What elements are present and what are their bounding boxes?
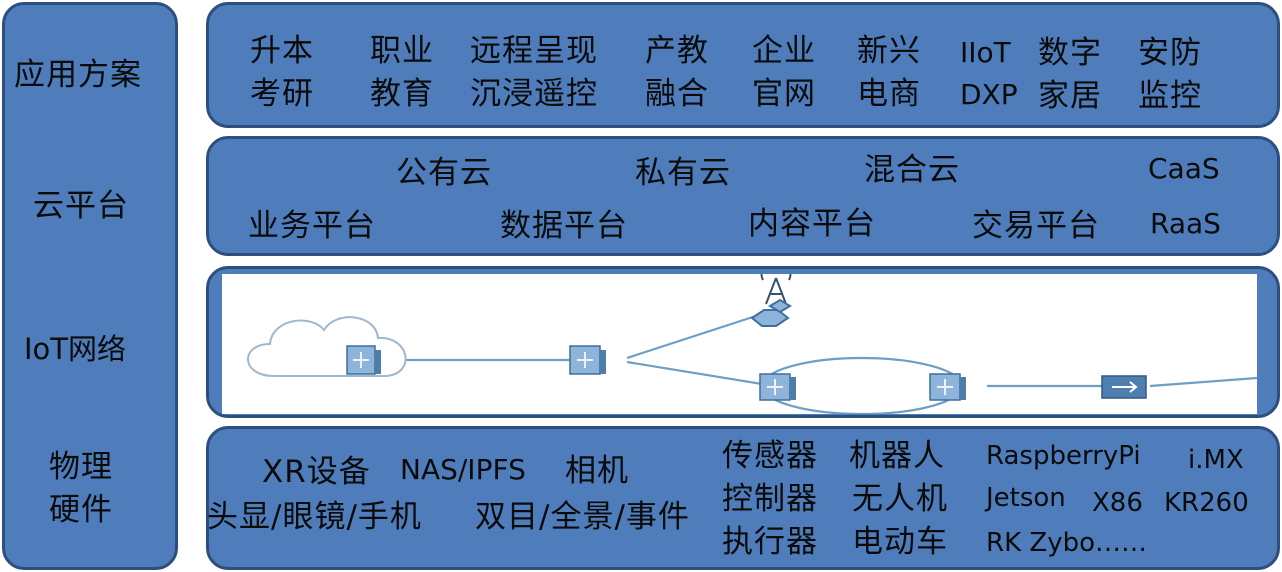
- link-switch-router: [626, 360, 763, 386]
- app-item-2-line1: 职业: [370, 33, 434, 69]
- hardware-layer-panel: [206, 426, 1280, 570]
- hw-drone: 无人机: [852, 481, 948, 517]
- app-item-7-line1: IIoT: [960, 36, 1011, 69]
- switch-icon-aggregation: [569, 345, 606, 375]
- cloud-raas: RaaS: [1150, 207, 1221, 240]
- app-item-6-line2: 电商: [857, 76, 921, 112]
- hw-raspberrypi: RaspberryPi: [986, 441, 1141, 471]
- hw-xr-device: XR设备: [262, 454, 371, 490]
- hw-ev: 电动车: [852, 524, 948, 560]
- app-item-8-line2: 家居: [1038, 78, 1102, 114]
- app-item-5-line1: 企业: [752, 33, 816, 69]
- app-item-5-line2: 官网: [752, 76, 816, 112]
- layer-label-app: 应用方案: [14, 57, 142, 93]
- app-item-6-line1: 新兴: [857, 33, 921, 69]
- cloud-caas: CaaS: [1148, 152, 1220, 185]
- hw-x86: X86: [1092, 488, 1143, 518]
- app-item-1-line2: 考研: [250, 76, 314, 112]
- app-layer-panel: [206, 2, 1280, 128]
- hw-sensor: 传感器: [722, 438, 818, 474]
- cloud-icon: [247, 316, 407, 377]
- app-item-1-line1: 升本: [250, 33, 314, 69]
- switch-icon-core: [346, 345, 381, 375]
- app-item-4-line2: 融合: [645, 76, 709, 112]
- hw-stereo-panorama-event: 双目/全景/事件: [475, 499, 690, 535]
- network-topology-svg: [247, 274, 1257, 414]
- hw-controller: 控制器: [722, 481, 818, 517]
- cloud-public: 公有云: [396, 155, 492, 191]
- app-item-7-line2: DXP: [960, 78, 1018, 111]
- hw-kr260: KR260: [1164, 488, 1249, 518]
- hw-hmd-glasses-phone: 头显/眼镜/手机: [207, 499, 422, 535]
- wireless-tower-icon: [750, 274, 792, 327]
- network-topology: [222, 274, 1257, 414]
- hw-robot: 机器人: [849, 438, 945, 474]
- cloud-trade-platform: 交易平台: [972, 208, 1100, 244]
- router-icon-right: [929, 373, 966, 401]
- cloud-content-platform: 内容平台: [748, 206, 876, 242]
- hw-jetson: Jetson: [986, 483, 1066, 513]
- firewall-icon: [1101, 375, 1147, 399]
- cloud-layer-panel: [206, 136, 1280, 256]
- hw-nas-ipfs: NAS/IPFS: [400, 453, 526, 486]
- app-item-3-line1: 远程呈现: [470, 33, 598, 69]
- app-item-4-line1: 产教: [645, 33, 709, 69]
- layer-label-iot: IoT网络: [24, 332, 127, 366]
- hw-imx: i.MX: [1188, 445, 1244, 475]
- hw-camera: 相机: [565, 453, 629, 489]
- cloud-hybrid: 混合云: [864, 152, 960, 188]
- app-item-9-line1: 安防: [1138, 35, 1202, 71]
- link-firewall-edge: [1149, 376, 1257, 388]
- app-item-8-line1: 数字: [1038, 35, 1102, 71]
- app-item-2-line2: 教育: [370, 76, 434, 112]
- cloud-business-platform: 业务平台: [248, 208, 376, 244]
- app-item-3-line2: 沉浸遥控: [470, 76, 598, 112]
- router-icon-left: [759, 373, 796, 401]
- layer-label-hw-1: 物理: [49, 449, 113, 485]
- layer-labels-panel: [2, 2, 178, 570]
- layer-label-hw-2: 硬件: [49, 492, 113, 528]
- hw-actuator: 执行器: [722, 524, 818, 560]
- cloud-data-platform: 数据平台: [500, 208, 628, 244]
- link-switch-tower: [626, 312, 763, 360]
- app-item-9-line2: 监控: [1138, 78, 1202, 114]
- layer-label-cloud: 云平台: [33, 188, 129, 224]
- hw-rk-zybo: RK Zybo……: [986, 528, 1147, 558]
- cloud-private: 私有云: [635, 155, 731, 191]
